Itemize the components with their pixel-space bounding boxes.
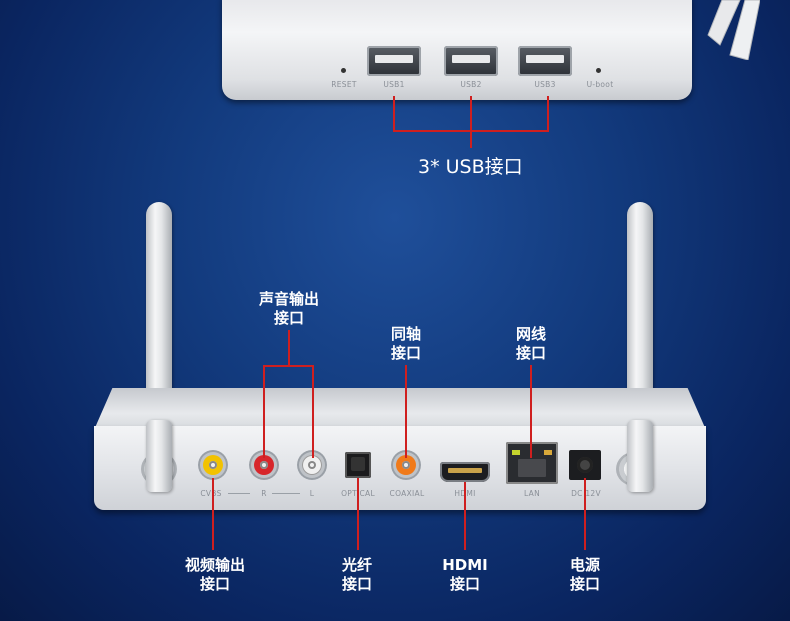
lan-label: LAN	[524, 489, 540, 498]
power-callout: 电源 接口	[569, 556, 600, 593]
uboot-hole	[596, 68, 601, 73]
usb-bracket-left	[393, 96, 395, 132]
lan-led-right	[544, 450, 552, 455]
usb3-label: USB3	[534, 80, 556, 89]
hdmi-port	[440, 462, 490, 482]
lan-port	[506, 442, 558, 484]
r-l-divider	[272, 493, 300, 494]
audio-out-callout: 声音输出 接口	[258, 290, 319, 327]
hdmi-callout: HDMI 接口	[442, 556, 488, 593]
video-out-callout: 视频输出 接口	[184, 556, 245, 593]
network-line	[530, 365, 532, 458]
usb-caption: 3* USB接口	[418, 156, 523, 178]
coaxial-line	[405, 365, 407, 458]
optical-line	[357, 478, 359, 550]
cvbs-r-divider	[228, 493, 250, 494]
usb2-label: USB2	[460, 80, 482, 89]
left-antenna-lower	[146, 420, 172, 492]
usb3-port	[518, 46, 572, 76]
power-line	[584, 478, 586, 550]
usb-bracket-center	[470, 96, 472, 148]
usb-bracket-bar	[393, 130, 549, 132]
device-top-surface	[94, 388, 706, 430]
right-antenna-lower	[627, 420, 653, 492]
usb1-label: USB1	[383, 80, 405, 89]
audio-line-stem	[288, 330, 290, 365]
coaxial-label: COAXIAL	[389, 489, 425, 498]
l-label: L	[309, 489, 315, 498]
r-label: R	[261, 489, 267, 498]
cvbs-jack	[198, 450, 228, 480]
lan-led-left	[512, 450, 520, 455]
cvbs-label: CVBS	[200, 489, 222, 498]
coaxial-callout: 同轴 接口	[390, 325, 421, 362]
video-line	[212, 478, 214, 550]
coaxial-jack	[391, 450, 421, 480]
optical-callout: 光纤 接口	[341, 556, 372, 593]
dc-power-port	[569, 450, 601, 480]
top-antenna	[700, 0, 761, 61]
audio-line-r	[263, 365, 265, 458]
usb1-port	[367, 46, 421, 76]
reset-hole	[341, 68, 346, 73]
audio-line-l	[312, 365, 314, 458]
reset-label: RESET	[331, 80, 357, 89]
usb-bracket-right	[547, 96, 549, 132]
hdmi-line	[464, 482, 466, 550]
network-callout: 网线 接口	[515, 325, 546, 362]
audio-line-bar	[263, 365, 314, 367]
optical-port	[345, 452, 371, 478]
uboot-label: U-boot	[586, 80, 614, 89]
usb2-port	[444, 46, 498, 76]
dc-label: DC 12V	[571, 489, 601, 498]
device-top-panel: RESET USB1 USB2 USB3 U-boot	[222, 0, 692, 100]
audio-r-jack	[249, 450, 279, 480]
